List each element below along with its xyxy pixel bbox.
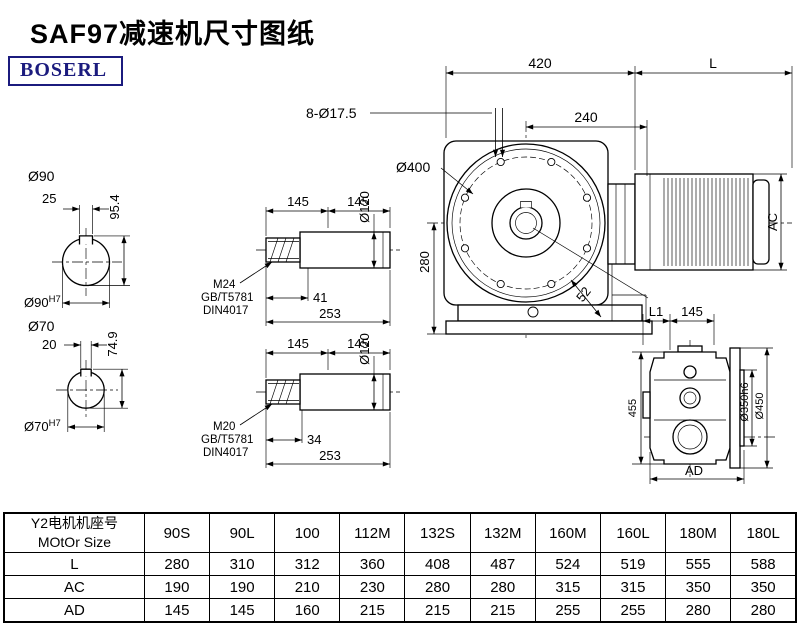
dim-34: 34 [307,432,321,447]
cell: 360 [339,552,406,576]
cell: 280 [404,575,471,599]
bolt-hole-note: 8-Ø17.5 [306,105,357,121]
cell: 315 [599,575,667,599]
cell: 588 [730,552,797,576]
cell: 190 [143,575,211,599]
dim-145a-b: 145 [287,336,309,351]
side-view: L1 145 455 Ø350h6 Ø450 AD [627,304,776,484]
table-row-L: L 280 310 312 360 408 487 524 519 555 58… [3,552,797,576]
col-header-132m: 132M [469,512,536,553]
table-row-AD: AD 145 145 160 215 215 215 255 255 280 2… [3,598,797,623]
std-din-bottom: DIN4017 [203,447,248,459]
page-title: SAF97减速机尺寸图纸 [30,19,316,49]
thread-label-m20: M20 [213,421,235,433]
cell: 215 [469,598,536,623]
cell: 145 [208,598,276,623]
cell: 160 [274,598,341,623]
col-header-180l: 180L [730,512,797,553]
thread-label-m24: M24 [213,279,236,291]
shaft-section-70: Ø70 20 74.9 Ø70H7 [24,318,128,434]
dim-253-bottom: 253 [319,448,341,463]
cell: 315 [534,575,601,599]
dim-455: 455 [627,399,639,417]
dim-253-top: 253 [319,306,341,321]
cell: 190 [208,575,276,599]
col-header-90s: 90S [143,512,211,553]
technical-drawing: 420 L 240 8-Ø17.5 Ø400 280 52 [24,55,793,484]
dim-25: 25 [42,191,56,206]
cell: 215 [339,598,406,623]
dimension-table: Y2电机机座号 MOtOr Size 90S 90L 100 112M 132S… [3,512,797,623]
dim-d90H7: Ø90H7 [24,294,61,310]
row-label-AC: AC [3,575,145,599]
col-header-180m: 180M [665,512,732,553]
cell: 524 [534,552,601,576]
std-gb-bottom: GB/T5781 [201,434,253,446]
cell: 350 [730,575,797,599]
col-header-90l: 90L [208,512,276,553]
cell: 487 [469,552,536,576]
dimension-table-wrap: Y2电机机座号 MOtOr Size 90S 90L 100 112M 132S… [3,512,797,623]
dim-95-4: 95.4 [107,194,122,219]
dim-d450: Ø450 [754,393,766,420]
dim-L1: L1 [649,304,663,319]
cell: 280 [730,598,797,623]
dim-L: L [709,55,717,71]
cell: 280 [143,552,211,576]
dim-240: 240 [574,109,598,125]
col-header-100: 100 [274,512,341,553]
cell: 230 [339,575,406,599]
dim-280: 280 [417,251,432,273]
cell: 555 [665,552,732,576]
dim-d400: Ø400 [396,159,430,175]
dim-d120-bottom: Ø120 [357,333,372,365]
cell: 310 [208,552,276,576]
shaft-detail-top: 145 145 Ø120 M24 GB/T5781 DIN4017 41 253 [201,191,400,326]
col-header-132s: 132S [404,512,471,553]
cell: 255 [534,598,601,623]
cell: 215 [404,598,471,623]
dim-AC: AC [765,213,780,231]
row-label-AD: AD [3,598,145,623]
cell: 280 [665,598,732,623]
label-d90: Ø90 [28,168,55,184]
std-din-top: DIN4017 [203,305,248,317]
cell: 519 [599,552,667,576]
motor-size-header-cn: Y2电机机座号 [30,515,118,531]
row-label-L: L [3,552,145,576]
cell: 280 [469,575,536,599]
cell: 145 [143,598,211,623]
cell: 210 [274,575,341,599]
col-header-160l: 160L [599,512,667,553]
dim-AD: AD [685,463,703,478]
cell: 350 [665,575,732,599]
motor-size-header: Y2电机机座号 MOtOr Size [3,512,145,553]
col-header-160m: 160M [534,512,601,553]
dim-145b-b: 145 [347,336,369,351]
dim-20: 20 [42,337,56,352]
cell: 408 [404,552,471,576]
table-row-AC: AC 190 190 210 230 280 280 315 315 350 3… [3,575,797,599]
dim-d70H7: Ø70H7 [24,418,61,434]
dim-d120-top: Ø120 [357,191,372,223]
front-view: 420 L 240 8-Ø17.5 Ø400 280 52 [306,55,793,340]
cell: 255 [599,598,667,623]
dim-145-side: 145 [681,304,703,319]
std-gb-top: GB/T5781 [201,292,253,304]
motor-size-header-en: MOtOr Size [37,534,111,550]
dim-d350h6: Ø350h6 [739,382,751,421]
dim-41: 41 [313,290,327,305]
dim-145b: 145 [347,194,369,209]
col-header-112m: 112M [339,512,406,553]
shaft-detail-bottom: 145 145 Ø120 M20 GB/T5781 DIN4017 34 253 [201,333,400,468]
dim-74-9: 74.9 [105,331,120,356]
cell: 312 [274,552,341,576]
dim-145a: 145 [287,194,309,209]
label-d70: Ø70 [28,318,55,334]
brand-logo: BOSERL [8,56,124,86]
shaft-section-90: Ø90 25 95.4 Ø90H7 [24,168,130,310]
dim-420: 420 [528,55,552,71]
